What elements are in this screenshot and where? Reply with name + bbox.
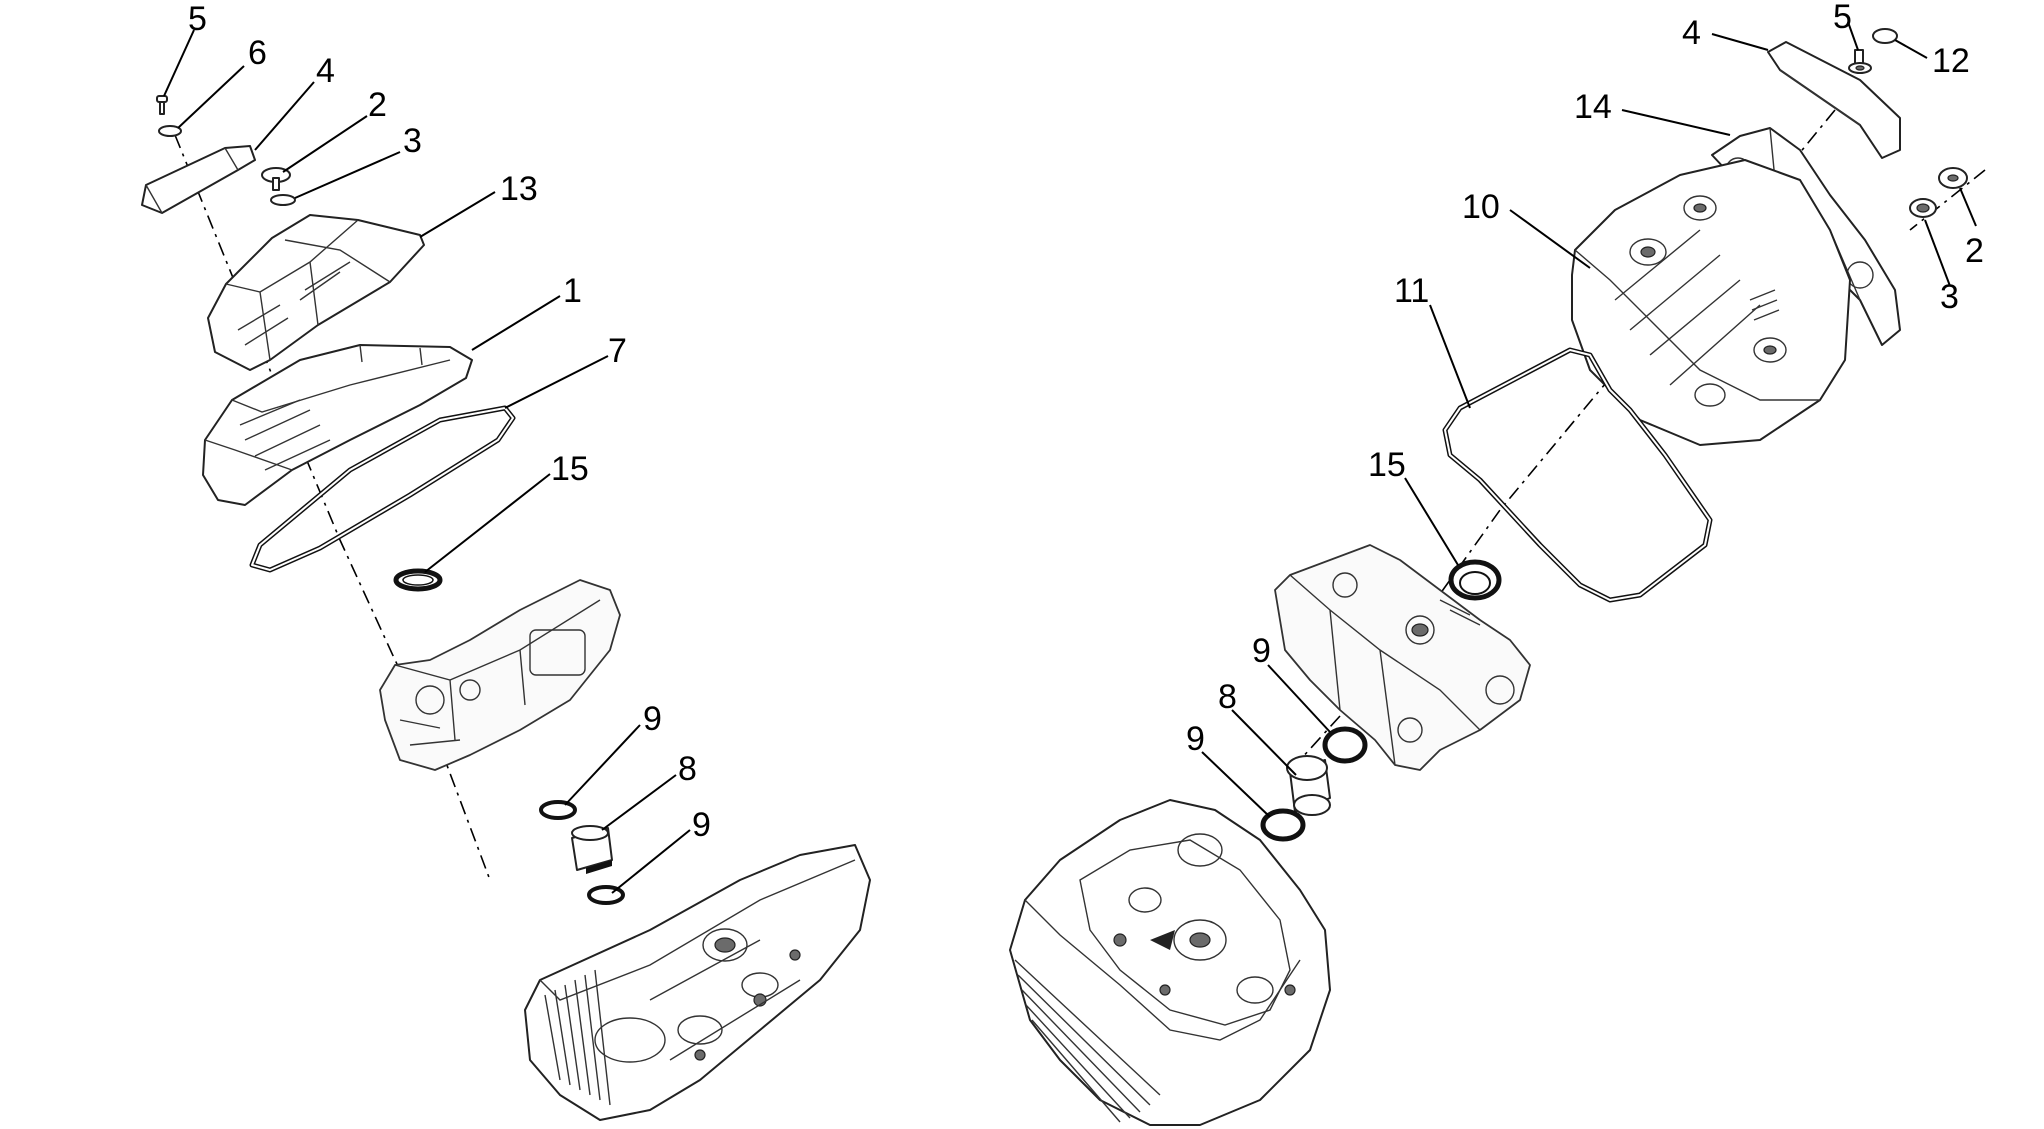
right-callout-2: 2 xyxy=(1965,232,1984,270)
right-assembly-axis-cover xyxy=(1909,169,1986,231)
right-callout-15: 15 xyxy=(1368,446,1406,484)
right-callout-10: 10 xyxy=(1462,188,1500,226)
left-callout-4: 4 xyxy=(316,52,335,90)
left-part-5-screw xyxy=(156,95,168,115)
right-cylinder-head xyxy=(1009,799,1331,1126)
left-callout-6: 6 xyxy=(248,34,267,72)
left-callout-9-upper: 9 xyxy=(643,700,662,738)
left-callout-15: 15 xyxy=(551,450,589,488)
right-callout-8: 8 xyxy=(1218,678,1237,716)
right-part-10-valve-cover xyxy=(1571,159,1851,446)
left-callout-2: 2 xyxy=(368,86,387,124)
left-callout-3: 3 xyxy=(403,122,422,160)
right-callout-12: 12 xyxy=(1932,42,1970,80)
right-part-8-bushing xyxy=(1286,755,1331,816)
right-rocker-support xyxy=(1274,544,1531,771)
left-assembly-axis xyxy=(174,134,491,881)
left-callouts: 5 6 4 2 3 13 1 7 15 9 8 9 xyxy=(188,0,711,844)
left-part-6-washer xyxy=(158,125,182,137)
left-cylinder-head xyxy=(524,844,871,1121)
right-leader-lines xyxy=(1201,21,1977,818)
left-cylinder-head-assembly: 5 6 4 2 3 13 1 7 15 9 8 9 xyxy=(141,0,871,1121)
right-callout-5: 5 xyxy=(1833,0,1852,36)
left-part-8-bushing xyxy=(571,825,613,874)
right-callout-11: 11 xyxy=(1394,272,1429,310)
right-part-11-gasket xyxy=(1442,347,1713,603)
right-callout-14: 14 xyxy=(1574,88,1612,126)
left-part-15-seal xyxy=(393,568,443,592)
left-callout-1: 1 xyxy=(563,272,582,310)
right-part-9-ring-upper xyxy=(1322,726,1368,764)
right-cylinder-head-assembly: 4 5 12 14 10 2 11 3 15 9 8 9 xyxy=(1009,0,1986,1126)
right-callout-3: 3 xyxy=(1940,278,1959,316)
right-part-9-ring-lower xyxy=(1260,808,1306,842)
left-callout-7: 7 xyxy=(608,332,627,370)
left-part-7-gasket xyxy=(249,405,516,573)
right-part-12-cap xyxy=(1872,28,1898,44)
left-part-4-cover xyxy=(141,145,256,214)
left-leader-lines xyxy=(163,29,691,894)
right-callout-9-upper: 9 xyxy=(1252,632,1271,670)
right-part-15-seal xyxy=(1448,559,1502,601)
right-part-5-screw xyxy=(1854,49,1864,65)
right-callout-9-lower: 9 xyxy=(1186,720,1205,758)
left-part-1-valve-cover xyxy=(202,344,473,506)
left-part-9-circlip-upper xyxy=(539,800,577,820)
left-callout-13: 13 xyxy=(500,170,538,208)
left-callout-9-lower: 9 xyxy=(692,806,711,844)
right-callout-4: 4 xyxy=(1682,14,1701,52)
left-callout-5: 5 xyxy=(188,0,207,38)
left-rocker-support xyxy=(379,579,621,771)
left-callout-8: 8 xyxy=(678,750,697,788)
left-part-3-washer xyxy=(270,194,296,206)
right-callouts: 4 5 12 14 10 2 11 3 15 9 8 9 xyxy=(1186,0,1984,758)
left-part-13-upper-cover xyxy=(207,214,425,371)
